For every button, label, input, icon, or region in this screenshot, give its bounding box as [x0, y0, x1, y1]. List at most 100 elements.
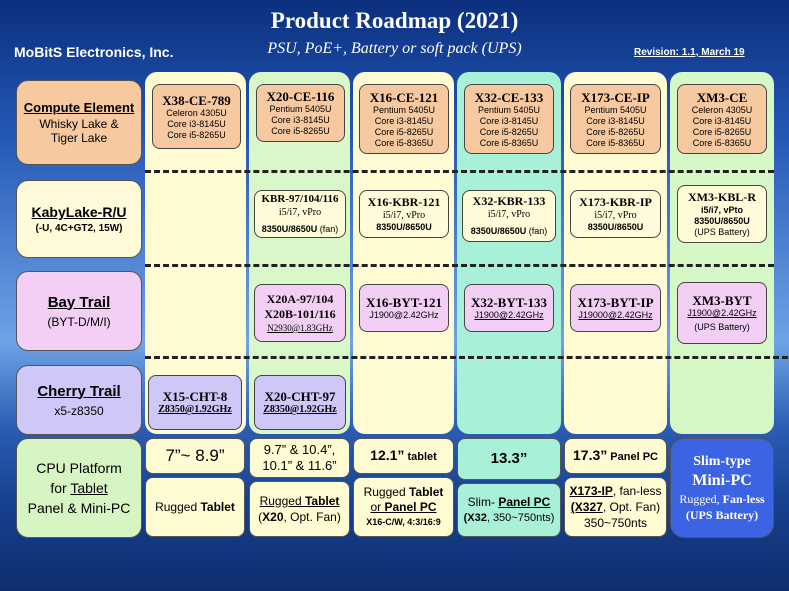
card-line: Core i5-8365U: [374, 137, 434, 148]
card-line: Z8350@1.92GHz: [158, 404, 232, 415]
separator-line: [145, 170, 774, 173]
card-title: XM3-BYT: [692, 293, 752, 308]
card-line: J1900@2.42GHz: [687, 308, 757, 318]
card-line: Core i3-8145U: [692, 115, 752, 126]
card-x32-kbr-133: X32-KBR-133 i5/i7, vPro 8350U/8650U (fan…: [462, 190, 556, 242]
card-line: i5/i7, vPto: [700, 205, 744, 215]
row-label-line: Panel & Mini-PC: [27, 500, 131, 516]
row-label-kabylake: KabyLake-R/U (-U, 4C+GT2, 15W): [16, 180, 142, 258]
card-title: X38-CE-789: [162, 92, 231, 108]
card-line: 8350U/8650U: [376, 222, 432, 232]
card-line: 8350U/8650U (fan): [261, 223, 339, 234]
card-line: Z8350@1.92GHz: [263, 404, 337, 415]
card-title: X20A-97/104: [266, 292, 334, 306]
card-title: X20B-101/116: [264, 307, 336, 321]
platform-rugged-tablet-or-panel: Rugged Tablet or Panel PC X16-C/W, 4:3/1…: [353, 477, 454, 537]
company-name: MoBitS Electronics, Inc.: [14, 44, 174, 60]
card-line: Pentium 5405U: [477, 104, 541, 115]
card-line: Core i5-8265U: [586, 126, 645, 137]
card-x173-byt-ip: X173-BYT-IP J19000@2.42GHz: [570, 284, 661, 332]
platform-text: X173-IP, fan-less: [569, 484, 662, 498]
card-title: KBR-97/104/116: [261, 192, 339, 205]
platform-text: (UPS Battery): [685, 508, 759, 522]
card-title: X16-BYT-121: [365, 295, 443, 310]
row-label-line: CPU Platform: [36, 460, 122, 476]
size-text: 12.1” tablet: [370, 447, 437, 463]
card-kbr-97-104-116: KBR-97/104/116 i5/i7, vPro 8350U/8650U (…: [254, 190, 346, 238]
platform-rugged-tablet-x20: Rugged Tablet (X20, Opt. Fan): [249, 481, 350, 537]
card-line: 8350U/8650U (fan): [470, 225, 548, 236]
card-line: Core i5-8365U: [692, 137, 752, 148]
row-label-compute-element: Compute Element Whisky Lake & Tiger Lake: [16, 80, 142, 165]
size-cell-13.3: 13.3”: [457, 438, 561, 480]
platform-text: (X20, Opt. Fan): [258, 510, 341, 524]
card-x20-cht-97: X20-CHT-97 Z8350@1.92GHz: [254, 375, 346, 430]
row-label-bay-trail: Bay Trail (BYT-D/M/I): [16, 271, 142, 351]
card-title: X16-KBR-121: [367, 195, 441, 209]
row-label-line: for Tablet: [50, 480, 108, 496]
card-x15-cht-8: X15-CHT-8 Z8350@1.92GHz: [148, 375, 242, 430]
platform-slim-mini-pc: Slim-type Mini-PC Rugged, Fan-less (UPS …: [670, 438, 774, 538]
card-line: Core i5-8265U: [479, 126, 539, 137]
size-cell-9.7-11.6: 9.7” & 10.4”, 10.1” & 11.6”: [249, 438, 350, 478]
row-label-cpu-platform: CPU Platform for Tablet Panel & Mini-PC: [16, 438, 142, 538]
platform-text: Slim-type: [693, 454, 751, 469]
card-line: Core i5-8365U: [586, 137, 645, 148]
row-label-sub: Tiger Lake: [50, 131, 108, 145]
card-title: XM3-KBL-R: [688, 190, 756, 204]
card-x16-ce-121: X16-CE-121 Pentium 5405U Core i3-8145U C…: [359, 84, 449, 154]
card-x16-kbr-121: X16-KBR-121 i5/i7, vPro 8350U/8650U: [359, 190, 449, 238]
row-label-sub: (-U, 4C+GT2, 15W): [35, 223, 123, 234]
platform-text: X16-C/W, 4:3/16:9: [366, 516, 441, 527]
row-label-sub: x5-z8350: [54, 403, 104, 418]
card-line: Core i3-8145U: [271, 115, 330, 125]
card-title: X20-CHT-97: [264, 389, 336, 404]
size-text: 7”~ 8.9”: [165, 446, 225, 465]
platform-text: 350~750nts: [583, 516, 648, 530]
platform-text: or Panel PC: [370, 499, 437, 514]
card-title: X32-BYT-133: [470, 295, 548, 310]
card-x20-ce-116: X20-CE-116 Pentium 5405U Core i3-8145U C…: [256, 84, 345, 142]
card-xm3-byt: XM3-BYT J1900@2.42GHz (UPS Battery): [677, 282, 767, 344]
card-line: J1900@2.42GHz: [474, 310, 544, 320]
size-text: 17.3” Panel PC: [573, 447, 658, 463]
size-cell-17.3: 17.3” Panel PC: [564, 438, 667, 474]
card-line: N2930@1.83GHz: [267, 323, 333, 333]
card-line: Core i3-8145U: [586, 115, 645, 126]
card-x32-byt-133: X32-BYT-133 J1900@2.42GHz: [464, 284, 554, 332]
card-xm3-ce: XM3-CE Celeron 4305U Core i3-8145U Core …: [677, 84, 767, 154]
size-text: 10.1” & 11.6”: [262, 458, 337, 473]
card-title: X173-BYT-IP: [577, 295, 654, 310]
size-text: 13.3”: [490, 450, 528, 467]
platform-rugged-tablet: Rugged Tablet: [145, 477, 245, 537]
card-x173-ce-ip: X173-CE-IP Pentium 5405U Core i3-8145U C…: [570, 84, 661, 154]
card-line: i5/i7, vPro: [594, 210, 637, 221]
row-label-sub: Whisky Lake &: [39, 117, 119, 131]
card-line: Core i3-8145U: [374, 115, 434, 126]
platform-text: Slim- Panel PC: [467, 495, 551, 509]
card-line: (UPS Battery): [694, 227, 750, 237]
card-x38-ce-789: X38-CE-789 Celeron 4305U Core i3-8145U C…: [152, 84, 241, 149]
card-line: J1900@2.42GHz: [369, 310, 439, 320]
row-label-cherry-trail: Cherry Trail x5-z8350: [16, 365, 142, 435]
row-label-title: KabyLake-R/U: [31, 204, 127, 220]
platform-text: Rugged, Fan-less: [679, 492, 765, 506]
row-label-title: Bay Trail: [47, 293, 111, 311]
card-title: X173-CE-IP: [581, 89, 650, 105]
card-line: Core i5-8265U: [167, 129, 226, 140]
card-line: Core i3-8145U: [479, 115, 539, 126]
card-line: Pentium 5405U: [584, 104, 647, 115]
page-title: Product Roadmap (2021): [270, 8, 519, 33]
card-x173-kbr-ip: X173-KBR-IP i5/i7, vPro 8350U/8650U: [570, 190, 661, 238]
card-x32-ce-133: X32-CE-133 Pentium 5405U Core i3-8145U C…: [464, 84, 554, 154]
revision-label: Revision: 1.1, March 19: [634, 47, 745, 58]
card-line: Core i5-8265U: [271, 126, 330, 136]
separator-line: [145, 356, 788, 359]
platform-x173-ip: X173-IP, fan-less (X327, Opt. Fan) 350~7…: [564, 477, 667, 537]
card-line: Core i5-8365U: [479, 137, 539, 148]
platform-text: (X32, 350~750nts): [463, 512, 555, 524]
card-title: X173-KBR-IP: [579, 195, 652, 209]
card-title: X32-KBR-133: [472, 193, 546, 208]
card-line: Core i5-8265U: [692, 126, 752, 137]
card-title: X16-CE-121: [369, 89, 439, 105]
